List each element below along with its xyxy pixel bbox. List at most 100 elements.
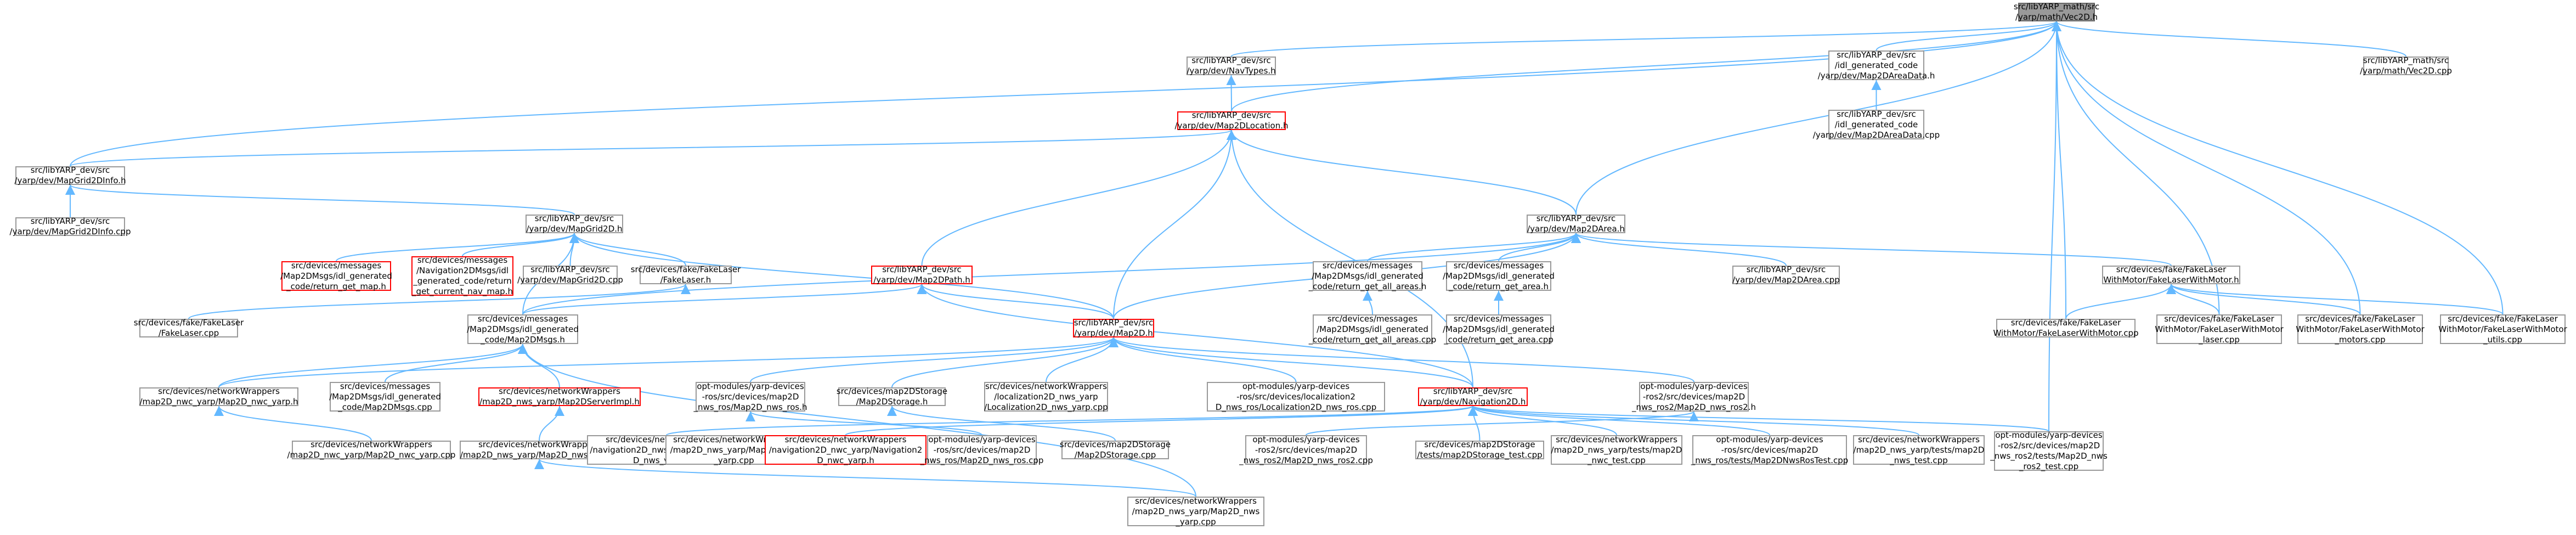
node-fakelaserwithmotor-utils-cpp[interactable]: src/devices/fake/FakeLaser WithMotor/Fak…	[2438, 313, 2567, 345]
node-map2dnwsrostest-cpp[interactable]: opt-modules/yarp-devices -ros/src/device…	[1691, 434, 1849, 465]
node-root[interactable]: src/libYARP_math/src /yarp/math/Vec2D.h	[2013, 2, 2100, 22]
edge-map2darea-cpp-to-map2darea-h	[1571, 233, 1787, 266]
edge-ret-get-all-areas-cpp-to-ret-get-all-areas-h	[1363, 290, 1373, 315]
edge-navigation2d-h-to-map2d-h	[1109, 337, 1473, 388]
node-map2darea-h[interactable]: src/libYARP_dev/src /yarp/dev/Map2DArea.…	[1527, 213, 1625, 234]
edge-map2dmsgs-h-to-map2darea-h	[522, 233, 1581, 315]
node-ret-get-all-areas-cpp[interactable]: src/devices/messages /Map2DMsgs/idl_gene…	[1308, 313, 1437, 345]
node-localization2d-nws-yarp-cpp[interactable]: src/devices/networkWrappers /localizatio…	[984, 381, 1108, 412]
node-fakelaserwithmotor-h[interactable]: src/devices/fake/FakeLaser WithMotor/Fak…	[2102, 264, 2240, 285]
edge-map2d-nws-test-cpp-to-navigation2d-h	[1468, 406, 1919, 436]
edge-map2dareadata-h-to-root	[1875, 21, 2061, 51]
edge-map2dmsgs-h-to-map2dpath-h	[522, 284, 927, 315]
edge-map2d-nws-yarp-cpp-b-to-map2dmsgs-h	[518, 343, 1196, 497]
edge-mapgrid2dinfo-h-to-root	[70, 21, 2061, 167]
node-mapgrid2d-h[interactable]: src/libYARP_dev/src /yarp/dev/MapGrid2D.…	[526, 213, 623, 234]
edge-map2dpath-h-to-map2dlocation	[921, 129, 1236, 266]
node-ret-get-area-cpp[interactable]: src/devices/messages /Map2DMsgs/idl_gene…	[1443, 313, 1555, 345]
node-map2dareadata-cpp[interactable]: src/libYARP_dev/src /idl_generated_code …	[1812, 109, 1940, 140]
edge-ret-get-map-to-mapgrid2d-h	[336, 233, 579, 262]
edge-localization2d-nws-ros-cpp-to-map2d-h	[1109, 337, 1297, 382]
edge-map2d-nws-yarp-h-to-map2dserverimpl-h	[539, 406, 564, 441]
node-map2darea-cpp[interactable]: src/libYARP_dev/src /yarp/dev/Map2DArea.…	[1732, 264, 1840, 285]
node-navigation2d-h[interactable]: src/libYARP_dev/src /yarp/dev/Navigation…	[1418, 386, 1528, 407]
node-map2dlocation[interactable]: src/libYARP_dev/src /yarp/dev/Map2DLocat…	[1174, 110, 1289, 131]
node-map2d-h[interactable]: src/libYARP_dev/src /yarp/dev/Map2D.h	[1073, 318, 1154, 338]
node-map2d-nwc-test-cpp[interactable]: src/devices/networkWrappers /map2D_nws_y…	[1551, 434, 1682, 465]
node-map2d-nws-ros-cpp[interactable]: opt-modules/yarp-devices -ros/src/device…	[920, 434, 1044, 465]
node-map2dmsgs-h[interactable]: src/devices/messages /Map2DMsgs/idl_gene…	[467, 313, 579, 345]
edge-ret-get-area-h-to-map2darea-h	[1498, 233, 1581, 262]
node-ret-get-area-h[interactable]: src/devices/messages /Map2DMsgs/idl_gene…	[1443, 260, 1555, 291]
edge-map2d-nws-yarp-cpp-b-to-map2d-nws-yarp-h	[534, 459, 1196, 497]
node-ret-get-all-areas-h[interactable]: src/devices/messages /Map2DMsgs/idl_gene…	[1308, 260, 1427, 291]
node-map2dpath-h[interactable]: src/libYARP_dev/src /yarp/dev/Map2DPath.…	[871, 264, 973, 285]
edge-fakelaserwithmotor-motors-cpp-to-root	[2052, 21, 2361, 315]
node-fakelaserwithmotor-laser-cpp[interactable]: src/devices/fake/FakeLaser WithMotor/Fak…	[2155, 313, 2284, 345]
node-map2dstorage-h[interactable]: src/devices/map2DStorage /Map2DStorage.h	[836, 386, 948, 407]
edge-navigation2d-h-to-map2dpath-h	[917, 284, 1473, 388]
node-map2dareadata-h[interactable]: src/libYARP_dev/src /idl_generated_code …	[1817, 49, 1935, 81]
node-map2d-nws-ros-h[interactable]: opt-modules/yarp-devices -ros/src/device…	[693, 381, 807, 412]
node-fakelaserwithmotor-cpp[interactable]: src/devices/fake/FakeLaser WithMotor/Fak…	[1993, 318, 2139, 338]
edge-map2dmsgs-cpp-to-map2dmsgs-h	[385, 343, 528, 382]
edge-map2d-nwc-yarp-h-to-map2dmsgs-h	[218, 343, 528, 388]
node-fakelaserwithmotor-motors-cpp[interactable]: src/devices/fake/FakeLaser WithMotor/Fak…	[2296, 313, 2425, 345]
edge-fakelaserwithmotor-h-to-map2darea-h	[1571, 233, 2172, 266]
edge-map2dstorage-h-to-map2d-h	[891, 337, 1118, 388]
node-fakelaser-cpp[interactable]: src/devices/fake/FakeLaser /FakeLaser.cp…	[133, 318, 244, 338]
edge-fakelaser-h-to-mapgrid2d-h	[569, 233, 686, 266]
edge-map2d-nws-ros-cpp-to-map2d-nws-ros-h	[745, 411, 982, 436]
node-mapgrid2dinfo-cpp[interactable]: src/libYARP_dev/src /yarp/dev/MapGrid2DI…	[9, 216, 131, 236]
edge-fakelaserwithmotor-utils-cpp-to-root	[2052, 21, 2504, 315]
edge-fakelaserwithmotor-cpp-to-root	[2052, 21, 2066, 319]
edge-vec2d-cpp-to-root	[2052, 21, 2406, 57]
edge-map2d-nwc-yarp-cpp-to-map2d-nwc-yarp-h	[214, 406, 372, 441]
edge-map2dnwsrostest-cpp-to-navigation2d-h	[1468, 406, 1770, 436]
node-navtypes[interactable]: src/libYARP_dev/src /yarp/dev/NavTypes.h	[1187, 55, 1276, 76]
node-map2d-nws-ros2-cpp[interactable]: opt-modules/yarp-devices -ros2/src/devic…	[1239, 434, 1373, 465]
node-map2d-nws-yarp-cpp-b[interactable]: src/devices/networkWrappers /map2D_nws_y…	[1127, 496, 1264, 527]
edge-map2darea-h-to-map2dlocation	[1227, 129, 1577, 215]
edge-navigation2d-h-to-map2dlocation	[1227, 129, 1473, 388]
edge-map2d-nwc-yarp-h-to-map2d-h	[218, 337, 1118, 388]
edge-map2d-h-to-map2dpath-h	[917, 284, 1114, 319]
edge-map2darea-h-to-root	[1575, 21, 2061, 215]
edge-ret-get-all-areas-h-to-map2darea-h	[1367, 233, 1581, 262]
edge-map2d-nws-ros2-h-to-map2d-h	[1109, 337, 1694, 382]
node-map2dstorage-cpp[interactable]: src/devices/map2DStorage /Map2DStorage.c…	[1059, 440, 1171, 460]
edge-map2d-nws-ros2-cpp-to-map2d-nws-ros2-h	[1306, 411, 1699, 436]
edge-fakelaserwithmotor-utils-cpp-to-fakelaserwithmotor-h	[2166, 284, 2504, 315]
node-vec2d-cpp[interactable]: src/libYARP_math/src /yarp/math/Vec2D.cp…	[2360, 55, 2452, 76]
edge-fakelaserwithmotor-motors-cpp-to-fakelaserwithmotor-h	[2166, 284, 2361, 315]
node-map2d-nws-ros2-test-cpp[interactable]: opt-modules/yarp-devices -ros2/src/devic…	[1990, 430, 2108, 471]
node-map2d-nws-ros2-h[interactable]: opt-modules/yarp-devices -ros2/src/devic…	[1632, 381, 1756, 412]
edge-map2dlocation-to-navtypes	[1226, 75, 1236, 112]
node-navigation2d-nwc-yarp-h[interactable]: src/devices/networkWrappers /navigation2…	[765, 435, 927, 465]
node-mapgrid2dinfo-h[interactable]: src/libYARP_dev/src /yarp/dev/MapGrid2DI…	[14, 165, 126, 185]
edge-map2d-h-to-mapgrid2d-h	[569, 233, 1114, 319]
node-map2dmsgs-cpp[interactable]: src/devices/messages /Map2DMsgs/idl_gene…	[329, 381, 441, 412]
edge-map2dstorage-cpp-to-map2dstorage-h	[887, 406, 1116, 441]
edge-mapgrid2dinfo-h-to-map2dlocation	[70, 129, 1236, 167]
edge-map2d-nwc-test-cpp-to-navigation2d-h	[1468, 406, 1617, 436]
edge-map2d-h-to-map2dlocation	[1113, 129, 1236, 319]
node-map2dserverimpl-h[interactable]: src/devices/networkWrappers /map2D_nws_y…	[478, 386, 641, 407]
node-mapgrid2d-cpp[interactable]: src/libYARP_dev/src /yarp/dev/MapGrid2D.…	[517, 264, 623, 285]
node-map2dstorage-test-cpp[interactable]: src/devices/map2DStorage /tests/map2DSto…	[1415, 440, 1544, 460]
edge-map2d-nws-ros2-test-cpp-to-navigation2d-h	[1468, 406, 2049, 432]
edge-map2dlocation-to-root	[1231, 21, 2061, 112]
node-map2d-nws-test-cpp[interactable]: src/devices/networkWrappers /map2D_nws_y…	[1853, 434, 1985, 465]
node-localization2d-nws-ros-cpp[interactable]: opt-modules/yarp-devices -ros/src/device…	[1207, 381, 1385, 412]
edge-navtypes-to-root	[1230, 21, 2061, 57]
edge-navigation2d-nwc-yarp-h-to-navigation2d-h	[845, 406, 1478, 436]
node-ret-current-nav-map[interactable]: src/devices/messages /Navigation2DMsgs/i…	[411, 255, 513, 296]
edge-localization2d-nws-yarp-cpp-to-map2d-h	[1046, 337, 1118, 382]
node-fakelaser-h[interactable]: src/devices/fake/FakeLaser /FakeLaser.h	[630, 264, 741, 285]
edge-navigation2d-nws-yarp-cpp-to-navigation2d-h	[666, 406, 1477, 436]
node-map2d-nwc-yarp-h[interactable]: src/devices/networkWrappers /map2D_nwc_y…	[139, 386, 298, 407]
node-ret-get-map[interactable]: src/devices/messages /Map2DMsgs/idl_gene…	[280, 260, 392, 291]
edge-map2d-nws-ros-h-to-map2d-h	[750, 337, 1118, 382]
node-map2d-nwc-yarp-cpp[interactable]: src/devices/networkWrappers /map2D_nwc_y…	[287, 440, 456, 460]
